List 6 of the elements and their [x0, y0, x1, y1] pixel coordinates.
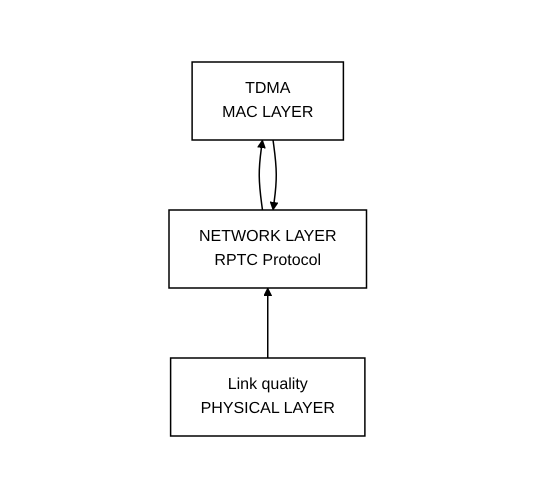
node-box: Link quality PHYSICAL LAYER: [170, 356, 366, 436]
arrow: [256, 139, 266, 210]
node-box: TDMA MAC LAYER: [191, 60, 344, 140]
node-box: NETWORK LAYER RPTC Protocol: [168, 208, 367, 288]
arrow: [263, 287, 272, 358]
arrow: [269, 139, 278, 210]
